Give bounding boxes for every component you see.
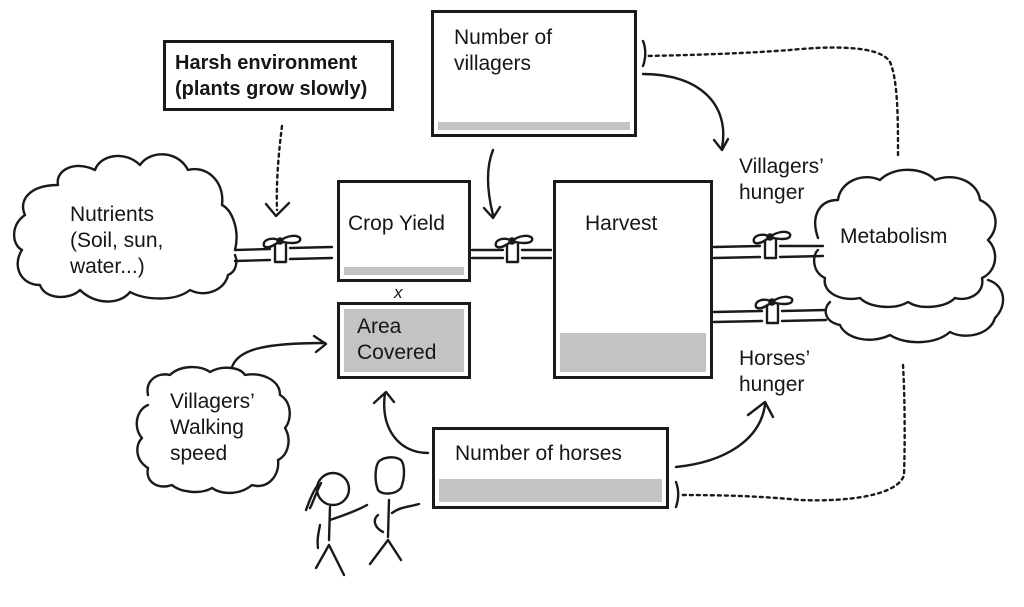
- inflow-pipe: [233, 245, 334, 263]
- walking-speed-cloud-icon: [135, 365, 291, 495]
- valve-icon: [752, 230, 792, 260]
- harvest-stock[interactable]: Harvest: [553, 180, 713, 379]
- area-covered-stock-level: [344, 309, 464, 372]
- villagers-to-harvest-arrow: [486, 148, 495, 217]
- villagers-hunger-arrow: [641, 72, 725, 150]
- multiply-label: x: [394, 283, 403, 302]
- nutrients-cloud-icon: [12, 153, 238, 303]
- horses-stock-level: [439, 479, 662, 502]
- harvest-stock-level: [560, 333, 706, 372]
- horses-stock[interactable]: Number of horses: [432, 427, 669, 509]
- arrowhead-icon: [372, 390, 396, 405]
- horses-hunger-pipe: [712, 308, 828, 324]
- transfer-pipe: [470, 248, 553, 260]
- walking-speed-arrow: [230, 341, 327, 369]
- arrowhead-icon: [482, 205, 502, 220]
- villagers-stock-level: [438, 122, 630, 130]
- crop-yield-stock-label: Crop Yield: [348, 212, 445, 235]
- nutrients-label: Nutrients (Soil, sun, water...): [70, 203, 164, 278]
- metabolism-horses-feedback: [677, 363, 906, 502]
- valve-icon: [494, 234, 534, 264]
- villagers-hunger-pipe: [712, 244, 825, 260]
- harsh-environment-label: Harsh environment (plants grow slowly): [175, 52, 368, 100]
- walking-speed-label: Villagers’ Walking speed: [170, 390, 255, 465]
- area-covered-stock[interactable]: Area Covered: [337, 302, 471, 379]
- horses-hunger-label: Horses’ hunger: [739, 347, 811, 396]
- people-icon: [304, 456, 421, 577]
- horses-hunger-arrow: [674, 403, 767, 469]
- villagers-stock-label: Number of villagers: [454, 26, 553, 75]
- villagers-hunger-label: Villagers’ hunger: [739, 155, 824, 204]
- metabolism-cloud-icon: [812, 168, 997, 309]
- villagers-stock[interactable]: Number of villagers: [431, 10, 637, 137]
- harvest-stock-label: Harvest: [585, 212, 658, 235]
- valve-icon: [262, 234, 302, 264]
- area-covered-stock-label: Area Covered: [357, 315, 437, 364]
- metabolism-villagers-feedback: [643, 46, 900, 157]
- crop-yield-stock-level: [344, 267, 464, 275]
- harsh-environment-box: Harsh environment (plants grow slowly): [163, 40, 394, 111]
- metabolism-cloud-back-icon: [824, 278, 1005, 344]
- harsh-env-arrowhead-icon: [264, 201, 291, 218]
- horses-stock-label: Number of horses: [455, 442, 622, 465]
- horses-area-arrow: [383, 391, 430, 455]
- valve-icon: [754, 295, 794, 325]
- arrowhead-icon: [712, 137, 730, 152]
- harsh-env-dotted-arrow: [275, 124, 284, 212]
- balancing-tick-icon: [674, 480, 680, 509]
- arrowhead-icon: [312, 334, 328, 354]
- balancing-tick-icon: [641, 39, 647, 68]
- arrowhead-icon: [746, 400, 775, 419]
- crop-yield-stock[interactable]: Crop Yield: [337, 180, 471, 282]
- metabolism-label: Metabolism: [840, 225, 948, 248]
